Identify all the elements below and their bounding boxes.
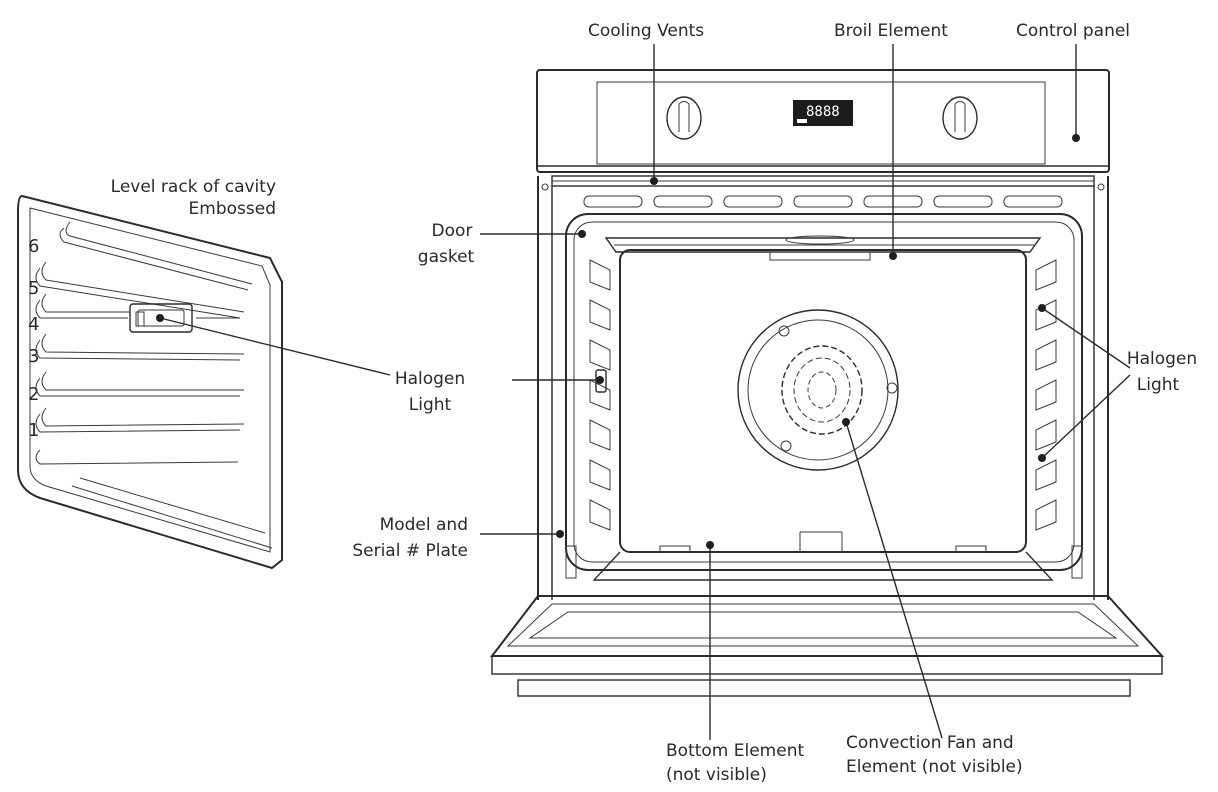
door-gasket <box>565 213 1083 571</box>
left-rack-supports <box>589 259 611 531</box>
label-level-rack-2: Embossed <box>189 199 276 219</box>
oven-door <box>489 595 1165 697</box>
convection-fan <box>737 309 899 471</box>
broil-element <box>604 235 1042 261</box>
rack-level-2: 2 <box>28 384 39 405</box>
left-knob-icon <box>666 96 702 140</box>
right-rack-supports <box>1035 259 1057 531</box>
control-panel-housing <box>536 69 1110 173</box>
label-broil-element: Broil Element <box>834 21 948 41</box>
label-model-plate-1: Model and <box>380 515 468 535</box>
label-halogen-left-1: Halogen <box>395 369 465 389</box>
display-readout: 8888 <box>806 104 840 120</box>
oven-front: 8888 <box>489 69 1165 697</box>
leader-lines <box>156 44 1131 740</box>
label-cooling-vents: Cooling Vents <box>588 21 704 41</box>
upper-vent-row <box>583 195 1063 208</box>
rack-ridges <box>35 221 253 465</box>
label-convection-1: Convection Fan and <box>846 733 1014 753</box>
label-door-gasket-1: Door <box>432 221 473 241</box>
label-convection-2: Element (not visible) <box>846 757 1023 777</box>
rack-level-6: 6 <box>28 236 39 257</box>
rack-level-3: 3 <box>28 346 39 367</box>
label-model-plate-2: Serial # Plate <box>352 541 468 561</box>
right-knob-icon <box>942 96 978 140</box>
label-level-rack-1: Level rack of cavity <box>111 177 276 197</box>
cavity-back-wall <box>619 249 1027 553</box>
label-door-gasket-2: gasket <box>418 247 475 267</box>
label-halogen-right-1: Halogen <box>1127 349 1197 369</box>
label-halogen-left-2: Light <box>409 395 452 415</box>
cavity-side-wall <box>17 194 283 570</box>
label-control-panel: Control panel <box>1016 21 1130 41</box>
label-bottom-element-1: Bottom Element <box>666 741 804 761</box>
label-bottom-element-2: (not visible) <box>666 765 767 785</box>
label-halogen-right-2: Light <box>1137 375 1180 395</box>
rack-level-4: 4 <box>28 314 39 335</box>
control-display: 8888 <box>793 100 853 126</box>
rack-level-5: 5 <box>28 278 39 299</box>
rack-level-1: 1 <box>28 420 39 441</box>
